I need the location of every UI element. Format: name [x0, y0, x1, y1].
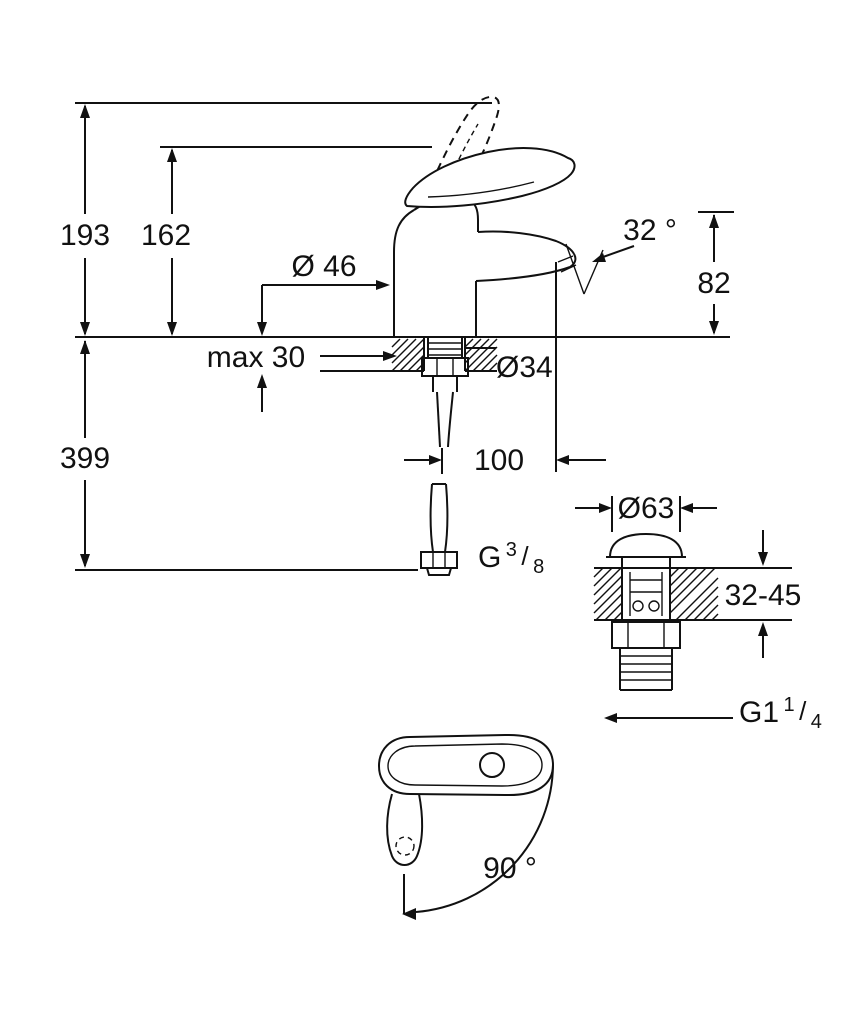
arrow-down-icon: [80, 322, 90, 336]
arrow-right-icon: [599, 503, 612, 513]
waste-flange-diameter-label: Ø63: [618, 492, 675, 525]
arrow-right-icon: [376, 280, 390, 290]
hatch-lines-left: [391, 338, 425, 372]
hatch-lines-right: [464, 338, 498, 372]
deck-section-hatch: [320, 337, 498, 372]
handle-screw: [479, 752, 505, 778]
dimension-total-height: 193: [60, 104, 110, 336]
drain-tailpiece: [619, 648, 673, 691]
mounting-nut: [421, 357, 469, 377]
hatch-lines-left: [593, 567, 623, 621]
supply-hose-lower: [420, 483, 458, 576]
dimension-projection: 100: [404, 262, 606, 477]
drain-locknut: [611, 621, 681, 649]
projection-label: 100: [474, 444, 524, 477]
arrow-up-icon: [80, 104, 90, 118]
dimension-body-diameter: Ø 46: [261, 250, 390, 322]
dimension-spout-height: 162: [141, 148, 191, 336]
supply-thread-label: G 3 / 8: [478, 539, 544, 578]
label-hole-diameter: Ø34: [466, 347, 553, 384]
arrow-up-icon: [709, 214, 719, 228]
arrow-down-icon: [80, 554, 90, 568]
arrow-down-icon: [257, 322, 267, 336]
dimension-handle-swing-angle: 90 °: [402, 764, 554, 920]
waste-deck-range-label: 32-45: [725, 579, 802, 612]
hose-fitting-nut: [420, 551, 458, 569]
handle-outline: [377, 733, 555, 797]
dimension-spout-angle: 32 °: [592, 214, 677, 262]
body-diameter-label: Ø 46: [291, 250, 356, 283]
dimension-outlet-height: 82: [697, 211, 734, 335]
faucet-spout: [475, 230, 577, 282]
arrow-up-icon: [758, 622, 768, 636]
faucet-lever-handle: [404, 147, 576, 208]
faucet-handle-raised: [425, 95, 500, 197]
total-height-label: 193: [60, 219, 110, 252]
hatch-lines-right: [669, 567, 719, 621]
handle-swung-outline: [386, 793, 424, 866]
faucet-body: [393, 197, 479, 337]
arrow-down-icon: [167, 322, 177, 336]
arrow-left-icon: [402, 908, 416, 920]
arrow-left-icon: [556, 455, 569, 465]
arrow-right-icon: [383, 351, 397, 361]
hole-diameter-label: Ø34: [496, 351, 553, 384]
drain-dome: [606, 532, 686, 568]
overflow-hole: [648, 600, 660, 612]
arrow-up-icon: [80, 340, 90, 354]
dimension-waste-thread: G1 1 / 4: [604, 694, 822, 733]
waste-thread-label: G1 1 / 4: [739, 694, 822, 733]
dimension-hose-length: 399: [60, 340, 110, 568]
handle-top-view: 90 °: [377, 733, 555, 920]
dimension-waste-deck-range: 32-45: [725, 530, 802, 658]
handle-swing-angle-label: 90 °: [483, 852, 537, 885]
arrow-left-icon: [680, 503, 693, 513]
max-deck-thickness-label: max 30: [207, 341, 305, 374]
arrow-down-icon: [758, 552, 768, 566]
mounting-shank: [421, 337, 469, 448]
spout-angle-label: 32 °: [623, 214, 677, 247]
spout-height-label: 162: [141, 219, 191, 252]
arrow-up-icon: [257, 374, 267, 388]
handle-swung-axis: [395, 836, 415, 856]
dimension-waste-flange-diameter: Ø63: [575, 492, 717, 532]
arrow-left-icon: [604, 713, 617, 723]
faucet-side-view: [320, 95, 604, 576]
outlet-height-label: 82: [697, 267, 730, 300]
reference-lines: [75, 102, 730, 571]
arrow-right-icon: [429, 455, 442, 465]
hose-length-label: 399: [60, 442, 110, 475]
supply-hose-upper: [436, 391, 441, 448]
drain-deck-section: [593, 567, 792, 621]
arrow-down-icon: [709, 321, 719, 335]
arrow-leader-icon: [592, 253, 606, 262]
overflow-hole: [632, 600, 644, 612]
dimension-max-deck-thickness: max 30: [207, 322, 397, 412]
arrow-up-icon: [167, 148, 177, 162]
drain-assembly-view: Ø63: [575, 492, 822, 733]
